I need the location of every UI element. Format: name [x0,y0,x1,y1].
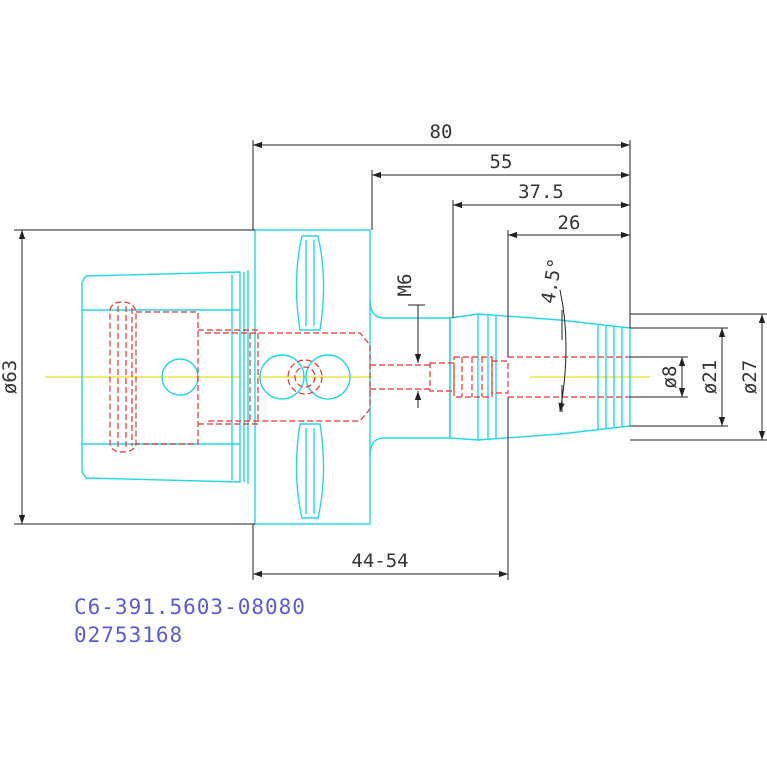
dim-taper-angle: 4.5° [537,257,567,306]
item-code-label: 02753168 [74,623,184,647]
dim-thread-m6: M6 [394,274,416,297]
part-number-label: C6-391.5603-08080 [74,595,306,619]
dim-overall-length: 80 [430,121,453,143]
dim-length-26: 26 [558,212,581,234]
dim-range-44-54: 44-54 [351,550,408,572]
dim-diameter-63: ø63 [0,360,21,394]
dim-diameter-8: ø8 [659,366,681,389]
dim-length-55: 55 [490,151,513,173]
dimension-lines [14,140,767,580]
dim-diameter-27: ø27 [739,360,761,394]
hidden-lines [109,301,630,453]
dim-diameter-21: ø21 [699,360,721,394]
dim-length-37-5: 37.5 [518,181,564,203]
